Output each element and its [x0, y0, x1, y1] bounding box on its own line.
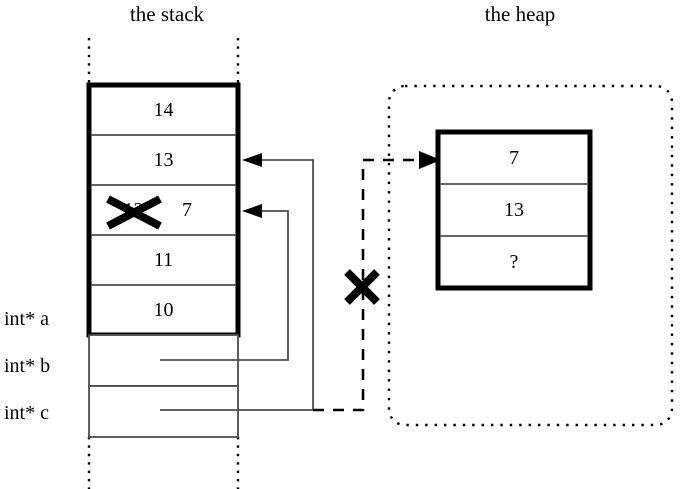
dangling-pointer-arrow — [313, 151, 441, 412]
pointer-var-label-c: int* c — [4, 402, 49, 424]
x-strike-icon-stack-value — [106, 195, 162, 230]
stack-cell-value: 11 — [153, 249, 174, 271]
pointer-var-cell-c — [88, 385, 239, 438]
stack-cell-value-replacement: 7 — [182, 199, 192, 221]
heap-cell-value: ? — [509, 251, 519, 273]
pointer-arrow-b — [160, 204, 289, 361]
stack-cell-value: 14 — [153, 99, 174, 121]
stack-frame-box — [86, 82, 241, 338]
pointer-var-label-b: int* b — [4, 355, 51, 377]
stack-cell-value: 10 — [153, 299, 174, 321]
heap-cell-value: 7 — [509, 147, 519, 169]
stack-cell-value: 13 — [153, 149, 174, 171]
heap-region-boundary — [387, 84, 674, 427]
stack-cell-value-struck: 12 — [123, 199, 144, 221]
pointer-arrow-c — [160, 153, 314, 411]
pointer-var-label-a: int* a — [4, 308, 49, 330]
stack-title: the stack — [129, 2, 205, 26]
heap-block-box — [435, 129, 593, 291]
heap-title: the heap — [484, 2, 556, 26]
heap-cell-value: 13 — [504, 199, 524, 221]
x-strike-icon-dangling-pointer — [344, 269, 380, 305]
